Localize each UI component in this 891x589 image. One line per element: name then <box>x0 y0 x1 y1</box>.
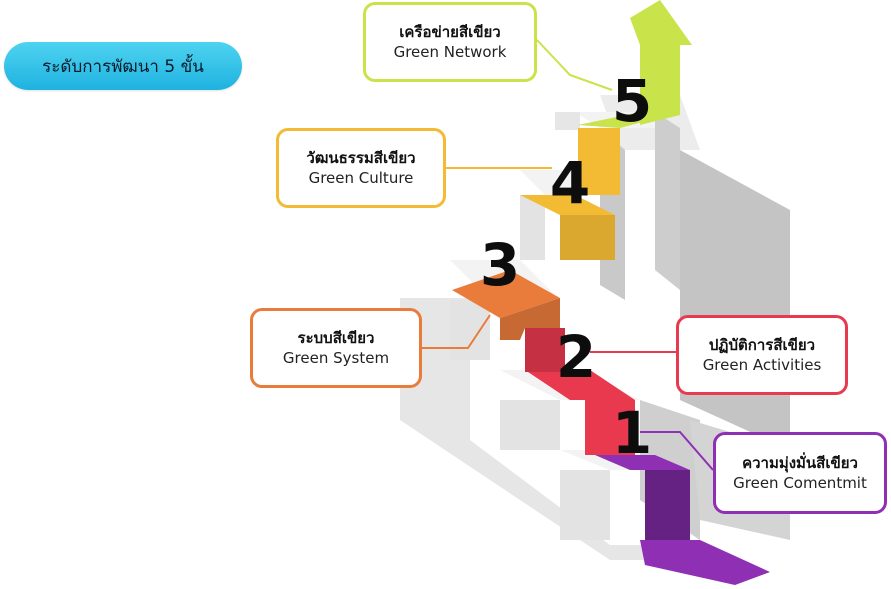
leader-level-1 <box>640 431 714 471</box>
path-level-1-riser <box>645 470 690 540</box>
step-number-4: 4 <box>549 149 591 217</box>
level-3-thai: ระบบสีเขียว <box>297 328 375 347</box>
step-number-1: 1 <box>611 399 653 467</box>
step-number-5: 5 <box>611 67 653 135</box>
levels-pill-label: ระดับการพัฒนา 5 ขั้น <box>42 56 204 77</box>
level-2-english: Green Activities <box>702 356 822 374</box>
path-level-4-riser <box>578 128 620 195</box>
path-level-5-shaft <box>640 45 680 125</box>
step2-front <box>500 400 560 450</box>
step4-front <box>520 195 545 260</box>
path-level-3-top <box>452 270 560 318</box>
step5-front <box>555 112 580 130</box>
path-level-2-top <box>525 370 635 400</box>
callout-level-5: เครือข่ายสีเขียว Green Network <box>363 2 537 82</box>
leader-level-5 <box>536 39 613 91</box>
level-1-thai: ความมุ่งมั่นสีเขียว <box>742 453 858 472</box>
levels-pill: ระดับการพัฒนา 5 ขั้น <box>4 42 242 90</box>
step1-front <box>560 470 610 540</box>
level-4-thai: วัฒนธรรมสีเขียว <box>306 148 416 167</box>
stair-back-side <box>680 150 790 450</box>
callout-level-2: ปฏิบัติการสีเขียว Green Activities <box>676 315 848 395</box>
path-level-4-front <box>560 215 615 260</box>
step5-side <box>655 112 680 290</box>
leader-level-3 <box>422 314 491 349</box>
colored-path <box>452 0 770 585</box>
path-level-3-front <box>500 298 560 340</box>
callout-level-1: ความมุ่งมั่นสีเขียว Green Comentmit <box>713 432 887 514</box>
path-level-5-arrowhead <box>630 0 692 45</box>
level-2-thai: ปฏิบัติการสีเขียว <box>708 335 816 354</box>
stair-left-face <box>400 298 700 560</box>
callout-level-4: วัฒนธรรมสีเขียว Green Culture <box>276 128 446 208</box>
level-5-english: Green Network <box>393 43 507 61</box>
step-number-3: 3 <box>479 231 521 299</box>
level-1-english: Green Comentmit <box>733 474 867 492</box>
path-level-1-top <box>595 455 690 470</box>
leader-lines <box>422 39 714 471</box>
level-3-english: Green System <box>282 349 390 367</box>
step3-front <box>450 300 490 360</box>
callout-level-3: ระบบสีเขียว Green System <box>250 308 422 388</box>
path-level-4-top <box>520 195 615 215</box>
path-level-2-riser <box>525 328 565 372</box>
level-5-thai: เครือข่ายสีเขียว <box>399 22 501 41</box>
level-4-english: Green Culture <box>308 169 414 187</box>
step-number-2: 2 <box>555 323 597 391</box>
path-level-1-runway <box>640 540 770 585</box>
path-level-2-front <box>585 400 635 455</box>
